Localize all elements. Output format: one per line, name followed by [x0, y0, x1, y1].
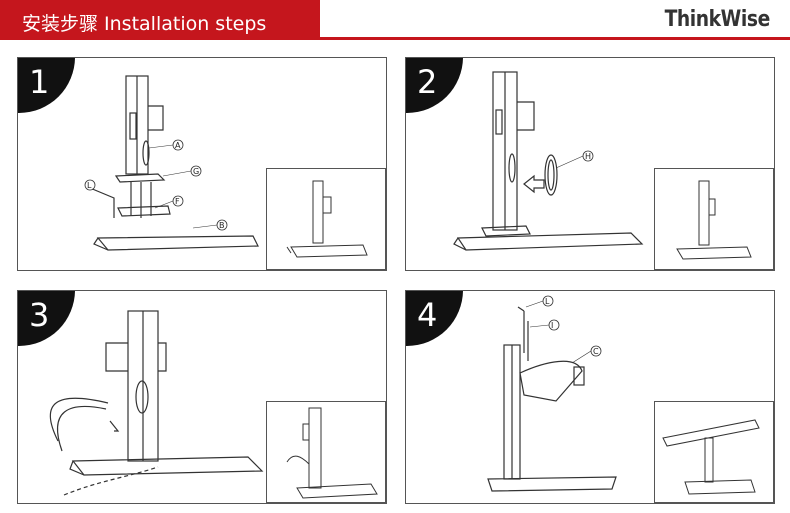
callout-L-step1: L: [87, 181, 92, 190]
step-4-illustration: L I C: [487, 295, 617, 492]
step-1-inset: [266, 168, 386, 270]
step-2-illustration: H: [453, 71, 644, 251]
header-band-cut: [300, 0, 320, 40]
step-1-panel: 1: [17, 57, 387, 271]
step-2-inset: [654, 168, 774, 270]
callout-I-step4: I: [551, 321, 553, 330]
callout-L-step4: L: [545, 297, 550, 306]
page-title: 安装步骤 Installation steps: [22, 13, 267, 35]
step-3-illustration: [49, 310, 264, 496]
callout-G-step1: G: [193, 167, 199, 176]
header-rule: [0, 37, 790, 40]
step-3-panel: 3: [17, 290, 387, 504]
step-4-panel: 4 L I C: [405, 290, 775, 504]
step-2-number: 2: [417, 63, 438, 101]
step-2-panel: 2 H: [405, 57, 775, 271]
callout-H-step2: H: [585, 152, 591, 161]
callout-C-step4: C: [593, 347, 599, 356]
callout-A-step1: A: [175, 141, 181, 150]
step-4-number: 4: [417, 296, 438, 334]
step-1-illustration: A G L F B: [84, 75, 259, 251]
callout-F-step1: F: [175, 197, 180, 206]
step-4-inset: [654, 401, 774, 503]
callout-B-step1: B: [219, 221, 225, 230]
step-3-inset: [266, 401, 386, 503]
header-band: [0, 0, 320, 40]
step-1-number: 1: [29, 63, 50, 101]
step-3-number: 3: [29, 296, 50, 334]
brand-logo: ThinkWise: [664, 7, 771, 32]
